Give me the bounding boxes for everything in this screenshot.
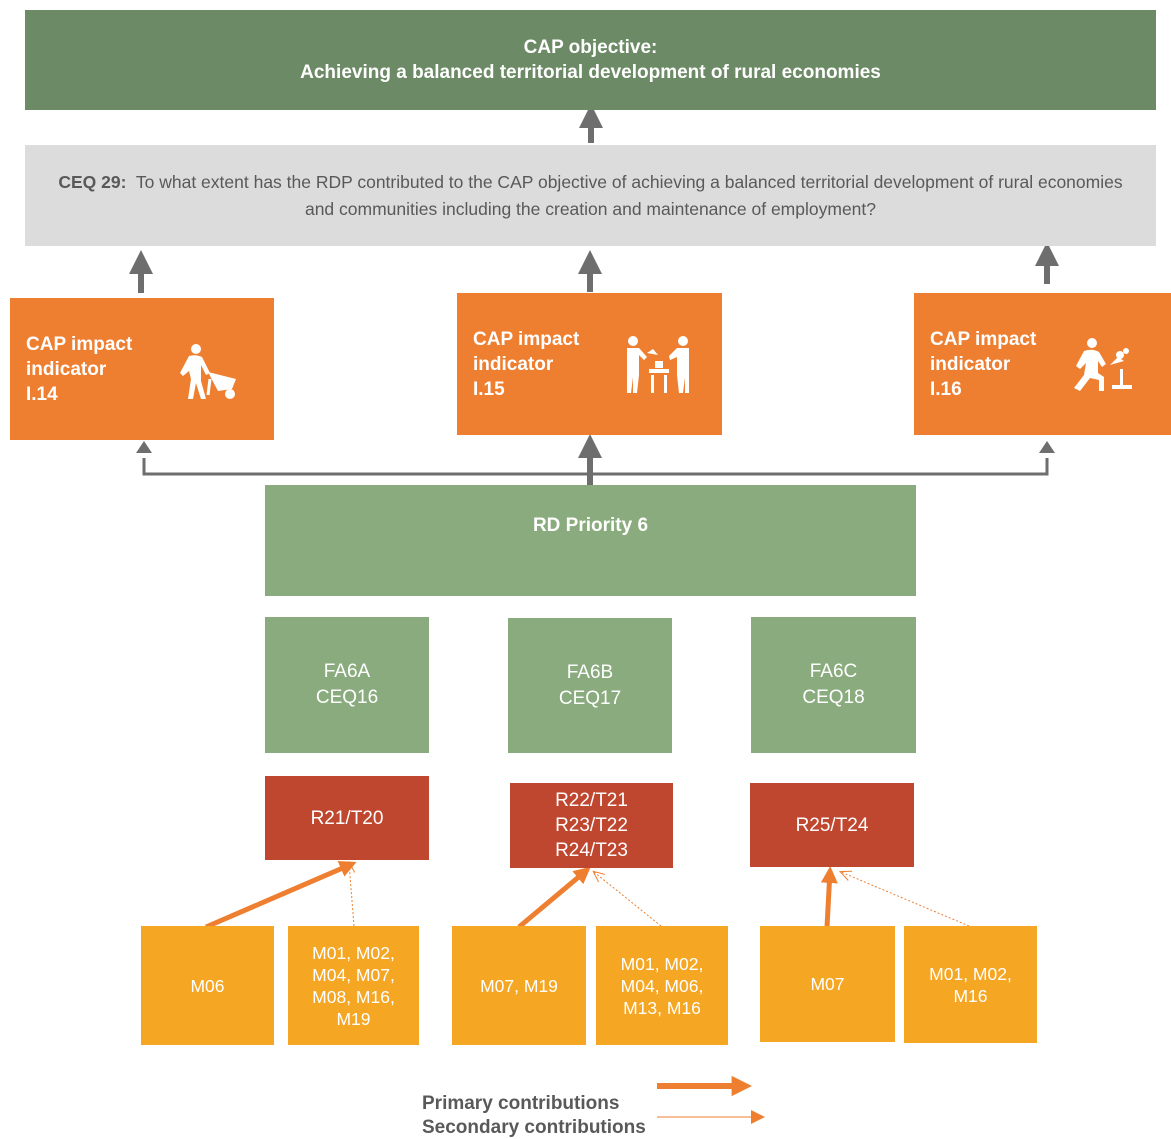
- impact-indicator-i16: CAP impact indicator I.16: [914, 293, 1171, 435]
- measure-line: M19: [336, 1008, 371, 1029]
- measure-line: M01, M02,: [312, 942, 395, 963]
- result-indicator-line: R23/T22: [555, 815, 628, 836]
- focus-area-fa6b: FA6B CEQ17: [508, 618, 672, 753]
- secondary-arrow-fa6a: [349, 863, 354, 927]
- result-indicator-fa6c: R25/T24: [750, 783, 914, 867]
- measure-line: M07, M19: [480, 975, 558, 996]
- rd-priority-label: RD Priority 6: [532, 515, 649, 536]
- measure-line: M04, M06,: [620, 975, 704, 996]
- secondary-arrow-fa6b: [594, 872, 662, 927]
- impact-indicator-i15: CAP impact indicator I.15: [457, 293, 722, 435]
- result-indicator-line: R21/T20: [310, 807, 384, 829]
- measure-box-primary-fa6a: M06: [141, 926, 274, 1045]
- result-indicator-line: R24/T23: [555, 840, 628, 861]
- focus-area-ceq: CEQ18: [802, 687, 865, 708]
- measure-line: M06: [190, 975, 225, 996]
- measure-line: M04, M07,: [312, 964, 395, 985]
- cap-objective-box: CAP objective: Achieving a balanced terr…: [25, 10, 1156, 110]
- measure-line: M16: [953, 985, 988, 1006]
- focus-area-fa6a: FA6A CEQ16: [265, 617, 429, 753]
- focus-area-fa6c: FA6C CEQ18: [751, 617, 916, 753]
- measure-box-primary-fa6c: M07: [760, 926, 895, 1042]
- focus-area-code: FA6C: [809, 661, 858, 682]
- ceq29-box: CEQ 29: To what extent has the RDP contr…: [25, 145, 1156, 246]
- person-planting-icon: [1074, 338, 1132, 391]
- impact-indicator-label: CAP impact indicator I.15: [473, 328, 580, 400]
- primary-arrow-m07: [820, 866, 838, 928]
- measure-line: M08, M16,: [312, 986, 395, 1007]
- impact-indicator-i14: CAP impact indicator I.14: [10, 298, 274, 440]
- arrowhead-to-i16: [1039, 441, 1055, 453]
- rd-priority-box: RD Priority 6: [265, 485, 916, 596]
- measure-line: M13, M16: [623, 997, 701, 1018]
- arrowhead-to-i14: [136, 441, 152, 453]
- measure-box-secondary-fa6c: M01, M02, M16: [904, 926, 1037, 1043]
- ceq29-label: CEQ 29:: [58, 171, 127, 192]
- focus-area-ceq: CEQ17: [558, 688, 622, 709]
- ceq29-text: To what extent has the RDP contributed t…: [135, 171, 1123, 219]
- impact-indicator-label: CAP impact indicator I.14: [26, 333, 133, 405]
- focus-area-ceq: CEQ16: [315, 687, 379, 708]
- connector-priority-bus: [142, 458, 1049, 476]
- legend-primary-label: Primary contributions: [422, 1093, 620, 1114]
- focus-area-code: FA6B: [566, 662, 614, 683]
- secondary-arrow-fa6c: [841, 872, 970, 927]
- cap-objective-text: Achieving a balanced territorial develop…: [300, 62, 881, 83]
- measure-box-primary-fa6b: M07, M19: [452, 926, 586, 1045]
- primary-arrow-m07-m19: [517, 866, 591, 929]
- ceq29-question: CEQ 29: To what extent has the RDP contr…: [45, 169, 1136, 223]
- people-vending-icon: [627, 336, 689, 393]
- primary-arrow-m06: [205, 860, 357, 930]
- result-indicator-line: R22/T21: [555, 790, 628, 811]
- measure-line: M01, M02,: [620, 953, 704, 974]
- impact-indicator-label: CAP impact indicator I.16: [930, 328, 1037, 400]
- measure-box-secondary-fa6b: M01, M02, M04, M06, M13, M16: [596, 926, 728, 1045]
- result-indicator-fa6b: R22/T21 R23/T22 R24/T23: [510, 783, 673, 868]
- legend-secondary-label: Secondary contributions: [422, 1117, 646, 1138]
- measure-box-secondary-fa6a: M01, M02, M04, M07, M08, M16, M19: [288, 926, 419, 1045]
- focus-area-code: FA6A: [323, 661, 371, 682]
- cap-objective-heading: CAP objective:: [523, 37, 658, 58]
- worker-wheelbarrow-icon: [180, 344, 236, 399]
- measure-line: M07: [810, 974, 845, 994]
- result-indicator-line: R25/T24: [795, 814, 869, 836]
- result-indicator-fa6a: R21/T20: [265, 776, 429, 860]
- measure-line: M01, M02,: [929, 963, 1012, 984]
